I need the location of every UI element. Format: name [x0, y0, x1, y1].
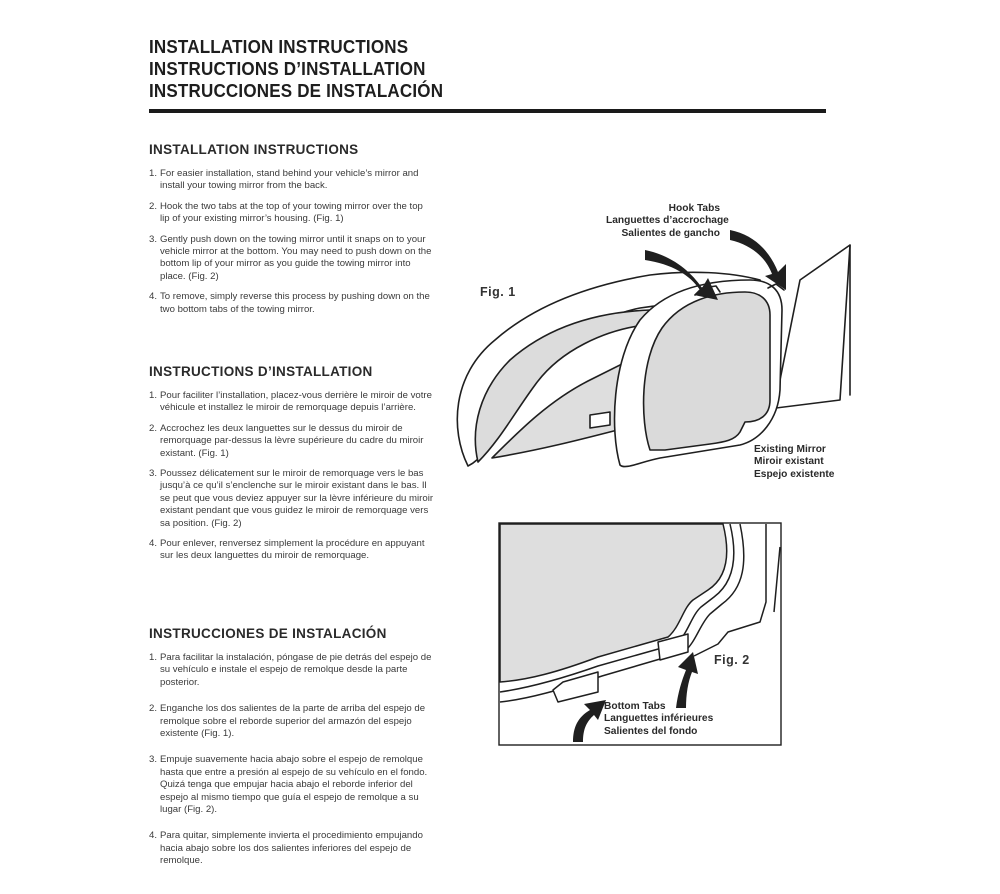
step-item: 1.Pour faciliter l’installation, placez-… [149, 390, 432, 414]
mirror-glass-closeup [499, 523, 728, 683]
bottom-tab [552, 671, 599, 703]
title-es: INSTRUCCIONES DE INSTALACIÓN [149, 80, 444, 101]
steps-list-spanish: 1.Para facilitar la instalación, póngase… [149, 652, 434, 868]
step-item: 4.Pour enlever, renversez simplement la … [149, 538, 425, 562]
step-item: 4.To remove, simply reverse this process… [149, 291, 430, 315]
step-item: 3.Empuje suavemente hacia abajo sobre el… [149, 754, 428, 816]
bottom-arrow-right [676, 652, 698, 708]
section-french: INSTRUCTIONS D’INSTALLATION 1.Pour facil… [149, 364, 434, 571]
figure-2-illustration [498, 522, 782, 746]
steps-list-english: 1.For easier installation, stand behind … [149, 168, 434, 316]
title-en: INSTALLATION INSTRUCTIONS [149, 36, 409, 57]
step-item: 2.Accrochez les deux languettes sur le d… [149, 422, 424, 459]
steps-list-french: 1.Pour faciliter l’installation, placez-… [149, 390, 434, 563]
title-rule [149, 109, 826, 113]
step-item: 2.Hook the two tabs at the top of your t… [149, 200, 423, 225]
title-fr: INSTRUCTIONS D’INSTALLATION [149, 58, 426, 79]
bottom-tabs-callout: Bottom Tabs Languettes inférieures Salie… [604, 701, 714, 737]
step-item: 1.For easier installation, stand behind … [149, 168, 419, 192]
step-item: 3.Poussez délicatement sur le miroir de … [149, 468, 434, 529]
step-item: 4.Para quitar, simplemente invierta el p… [149, 830, 423, 867]
existing-mirror-callout: Existing Mirror Miroir existant Espejo e… [754, 444, 835, 480]
hook-tabs-callout: Hook Tabs Languettes d’accrochage Salien… [606, 203, 729, 239]
section-heading-english: INSTALLATION INSTRUCTIONS [149, 142, 359, 157]
step-item: 2.Enganche los dos salientes de la parte… [149, 703, 426, 740]
figure-1-illustration [456, 230, 851, 468]
page-title: INSTALLATION INSTRUCTIONS INSTRUCTIONS D… [149, 36, 775, 102]
hook-arrow-left [645, 250, 718, 300]
section-spanish: INSTRUCCIONES DE INSTALACIÓN 1.Para faci… [149, 626, 434, 876]
hook-arrow-right [730, 230, 786, 290]
step-item: 1.Para facilitar la instalación, póngase… [149, 652, 432, 688]
bottom-arrow-left [573, 700, 606, 742]
section-heading-french: INSTRUCTIONS D’INSTALLATION [149, 364, 373, 379]
step-item: 3.Gently push down on the towing mirror … [149, 233, 432, 282]
section-heading-spanish: INSTRUCCIONES DE INSTALACIÓN [149, 626, 387, 641]
figure-1-label: Fig. 1 [480, 285, 516, 299]
existing-mirror-glass [642, 291, 771, 451]
figure-2-label: Fig. 2 [714, 653, 750, 667]
section-english: INSTALLATION INSTRUCTIONS 1.For easier i… [149, 142, 434, 324]
